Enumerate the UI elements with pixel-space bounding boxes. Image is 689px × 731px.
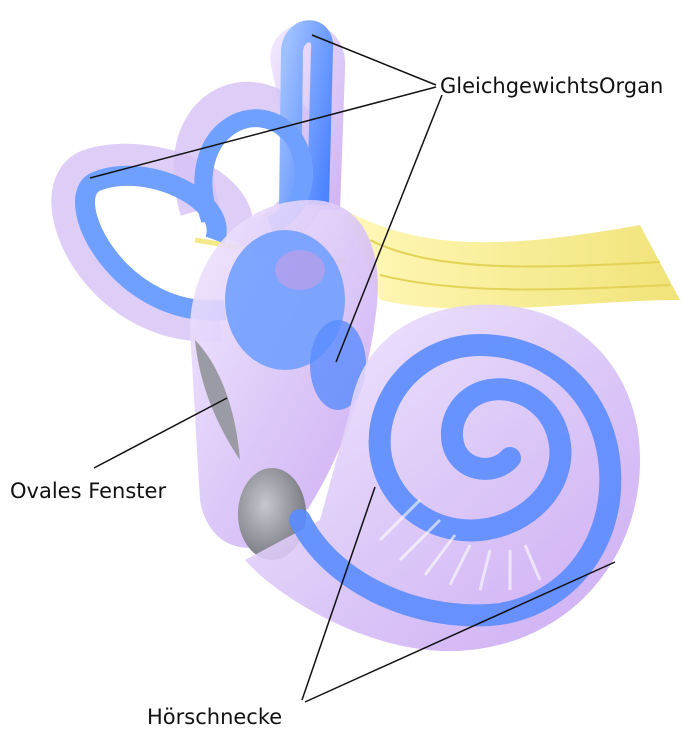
label-balance-organ: GleichgewichtsOrgan: [440, 76, 663, 97]
label-cochlea: Hörschnecke: [147, 707, 282, 728]
label-oval-window: Ovales Fenster: [10, 481, 166, 502]
